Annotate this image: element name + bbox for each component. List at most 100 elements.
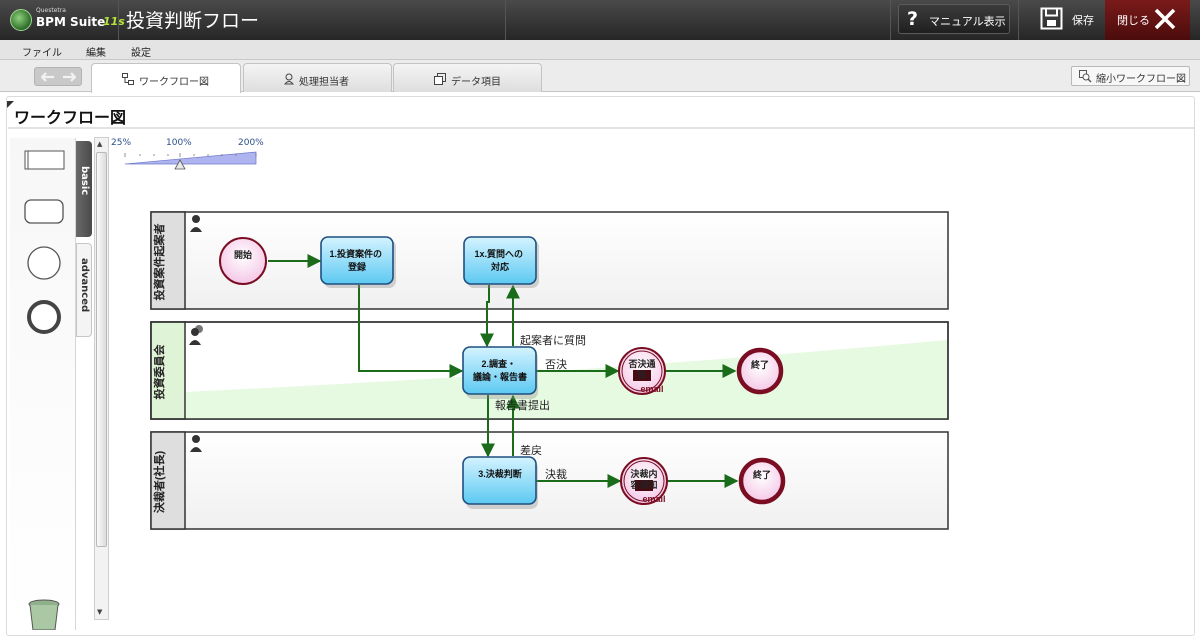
header-divider: [1018, 0, 1019, 40]
lane-user-icon: [192, 215, 200, 223]
end-event-2[interactable]: 終了: [738, 457, 786, 505]
tab-data-items-label: データ項目: [451, 77, 501, 88]
close-button[interactable]: 閉じる: [1105, 0, 1190, 40]
edge-label-report: 報告書提出: [495, 398, 550, 412]
logo-badge-icon: [10, 9, 32, 31]
email-tag: email: [640, 384, 663, 394]
save-icon: [1040, 7, 1063, 30]
tab-workflow[interactable]: ワークフロー図: [91, 63, 241, 93]
panel-title-divider: [8, 127, 1194, 129]
edge-label-question: 起案者に質問: [520, 333, 586, 347]
task-register-label: 1.投資案件の: [329, 248, 382, 259]
end-event-1[interactable]: 終了: [736, 347, 784, 395]
task-investigate-label: 2.調査・: [481, 358, 516, 369]
flow-task1-to-task2: [358, 285, 464, 378]
logo-small-text: Questetra: [36, 7, 66, 14]
edge-label-reject: 否決: [545, 358, 567, 371]
header-divider: [505, 0, 506, 40]
svg-text:1x.質問への 対応: 1x.質問への 対応: [474, 248, 525, 272]
manual-button-label: マニュアル表示: [929, 15, 1006, 28]
email-event-decision-label-line1: 決裁内: [630, 468, 657, 479]
undo-redo-group: [34, 67, 82, 86]
logo: Questetra BPM Suite 11s: [8, 6, 125, 34]
zoom-label-mid: 100%: [166, 138, 192, 148]
mini-workflow-button[interactable]: 縮小ワークフロー図: [1071, 66, 1190, 86]
logo-version: 11s: [103, 15, 125, 28]
page-title: 投資判断フロー: [126, 10, 260, 32]
palette-end-event-shape[interactable]: [26, 299, 62, 335]
help-icon: ?: [907, 8, 919, 30]
shape-palette: [10, 138, 76, 630]
task-decision-label: 3.決裁判断: [478, 468, 522, 479]
palette-task-shape[interactable]: [24, 148, 66, 172]
start-event[interactable]: 開始: [219, 237, 267, 285]
close-button-label: 閉じる: [1117, 14, 1150, 27]
lane-name-2: 投資委員会: [152, 344, 166, 400]
email-event-decision-label-line2: 容通知: [629, 479, 657, 490]
copy-icon: [434, 73, 446, 85]
email-event-reject[interactable]: 否決通知 email: [618, 347, 666, 395]
undo-icon[interactable]: [41, 71, 55, 83]
task-investigate-label-line2: 議論・報告書: [473, 371, 527, 382]
palette-rounded-task-shape[interactable]: [24, 198, 66, 226]
mini-workflow-label: 縮小ワークフロー図: [1096, 74, 1186, 85]
email-event-reject-label-line1: 否決通: [627, 358, 655, 369]
email-event-reject-label: 否決通知: [627, 358, 655, 380]
start-event-label: 開始: [234, 249, 252, 260]
scrollbar-thumb[interactable]: [96, 152, 107, 547]
email-event-reject-label-line2: 知: [636, 369, 646, 380]
end-event-2-label: 終了: [753, 469, 771, 480]
zoom-label-min: 25%: [111, 138, 132, 148]
tab-workflow-label: ワークフロー図: [139, 77, 209, 88]
scroll-down-icon[interactable]: ▼: [97, 608, 103, 616]
menu-file[interactable]: ファイル: [22, 48, 62, 59]
email-event-decision-label: 決裁内容通知: [629, 468, 657, 490]
task-decision[interactable]: 3.決裁判断: [462, 456, 538, 509]
zoom-label-max: 200%: [238, 138, 264, 148]
edge-label-return: 差戻: [520, 443, 542, 457]
flowchart-icon: [122, 73, 134, 85]
menu-settings[interactable]: 設定: [131, 48, 151, 59]
zoom-slider[interactable]: 25% 100% 200%: [110, 136, 270, 170]
redo-icon[interactable]: [62, 71, 76, 83]
lane-user-icon: [192, 435, 200, 443]
scroll-up-icon[interactable]: ▲: [97, 140, 103, 148]
email-event-decision[interactable]: 決裁内容通知 email: [620, 457, 668, 505]
task-register-label-line2: 登録: [347, 261, 367, 272]
palette-tab-basic-label: basic: [79, 166, 90, 196]
tab-assignees-label: 処理担当者: [299, 77, 349, 88]
task-investigate[interactable]: 2.調査・ 議論・報告書: [462, 346, 538, 399]
palette-tab-advanced[interactable]: advanced: [76, 243, 92, 337]
task-answer-question-label-line2: 対応: [490, 261, 509, 272]
lane-name-3: 決裁者(社長): [152, 451, 166, 514]
panel-title: ワークフロー図: [14, 108, 127, 127]
logo-name: BPM Suite: [36, 15, 106, 29]
save-button[interactable]: 保存: [1028, 0, 1104, 40]
email-icon: [633, 370, 651, 381]
close-icon: [1154, 8, 1176, 30]
flow-arrows: [268, 254, 739, 488]
email-tag: email: [642, 494, 665, 504]
palette-start-event-shape[interactable]: [26, 245, 62, 281]
lane-name-1: 投資案件起案者: [152, 224, 166, 301]
end-event-1-label: 終了: [751, 359, 769, 370]
palette-tab-advanced-label: advanced: [79, 258, 90, 313]
vertical-scrollbar[interactable]: ▲ ▼: [94, 137, 109, 620]
header-divider: [118, 0, 119, 40]
user-icon: [284, 73, 294, 85]
zoom-thumb[interactable]: [174, 159, 186, 170]
tab-bar: ワークフロー図 処理担当者 データ項目 縮小ワークフロー図: [0, 60, 1200, 93]
header-divider: [890, 0, 891, 40]
save-button-label: 保存: [1072, 14, 1094, 27]
tab-assignees[interactable]: 処理担当者: [243, 63, 392, 92]
task-register[interactable]: 1.投資案件の 登録: [320, 236, 396, 288]
tab-data-items[interactable]: データ項目: [393, 63, 542, 92]
edge-label-approve: 決裁: [545, 468, 567, 481]
trash-icon[interactable]: [26, 598, 62, 630]
manual-button[interactable]: ? マニュアル表示: [898, 4, 1010, 34]
palette-tab-basic[interactable]: basic: [76, 141, 92, 237]
menu-edit[interactable]: 編集: [86, 48, 106, 59]
task-answer-question[interactable]: 1x.質問への 対応: [463, 236, 539, 288]
flow-task1x-to-task2: [480, 285, 494, 348]
